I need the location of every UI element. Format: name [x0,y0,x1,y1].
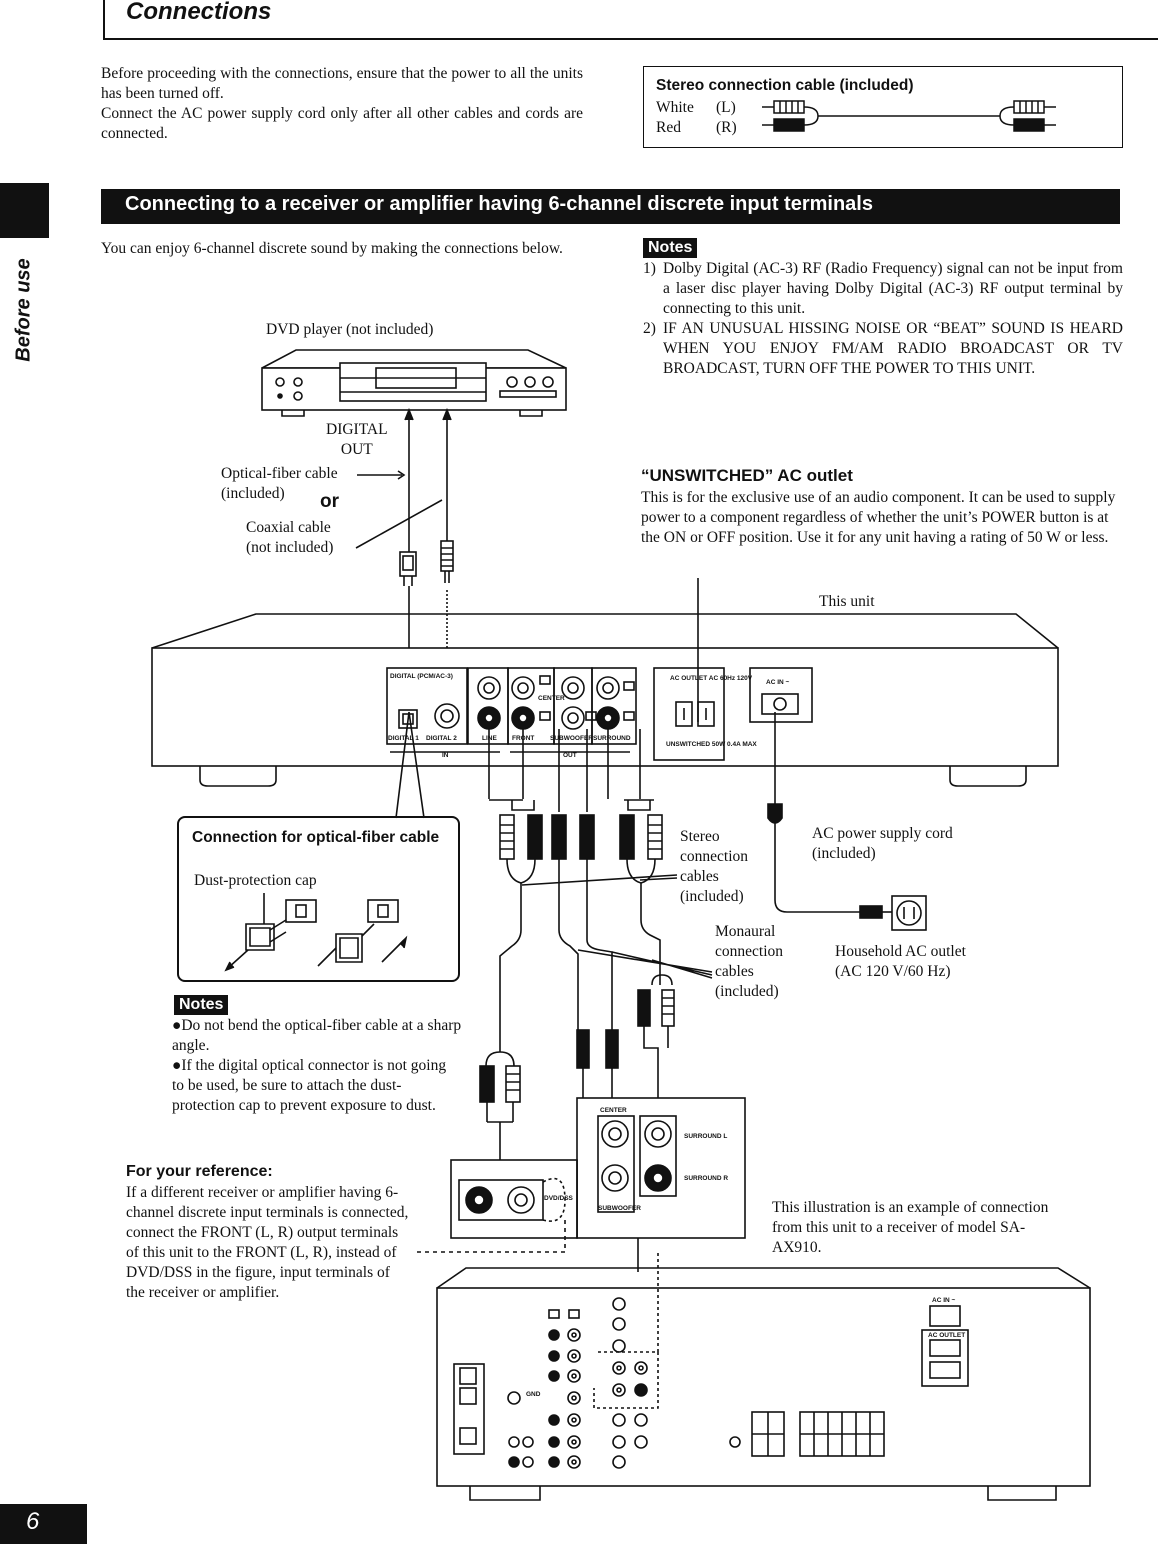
label-household-outlet: Household AC outlet (AC 120 V/60 Hz) [835,943,966,980]
panel-label-out: OUT [563,752,577,759]
label-ac-cord: AC power supply cord (included) [812,825,953,862]
header-rule-vertical [103,0,105,40]
panel-label-unswitched: UNSWITCHED 50W 0.4A MAX [666,741,757,748]
panel-label-subwoofer: SUBWOOFER [550,735,593,742]
panel-label-digital2: DIGITAL 2 [426,735,457,742]
label-optical-cable: Optical-fiber cable (included) [221,465,338,502]
rx-label-gnd: GND [526,1391,541,1398]
this-unit [151,613,1059,787]
note-2: IF AN UNUSUAL HISSING NOISE OR “BEAT” SO… [663,320,1123,377]
page-number-box [0,1504,87,1544]
low-note-1: ●Do not bend the optical-fiber cable at … [172,1017,462,1054]
stereo-cable-box: Stereo connection cable (included) White… [643,66,1123,148]
receiver [436,1252,1091,1501]
rx-label-center: CENTER [600,1107,627,1114]
label-digital-out: DIGITAL OUT [326,421,388,458]
note-1-number: 1) [643,260,656,277]
page-title: Connections [126,0,272,25]
page-number: 6 [26,1508,40,1535]
unswitched-title: “UNSWITCHED” AC outlet [641,466,853,485]
panel-label-center: CENTER [538,695,565,702]
rx-label-ac-in: AC IN ~ [932,1297,956,1304]
notes-badge-label: Notes [643,238,698,258]
stereo-cable-icon [762,100,1056,132]
optical-box-title: Connection for optical-fiber cable [192,829,440,846]
cable-white-label: White [656,99,694,116]
low-note-2: ●If the digital optical connector is not… [172,1057,447,1114]
rx-label-dvd: DVD/DSS [544,1195,574,1202]
panel-label-digital: DIGITAL (PCM/AC-3) [390,673,453,680]
header-rule [103,38,1158,40]
label-or: or [320,491,339,512]
optical-connector-illustration [224,893,408,972]
dust-cap-label: Dust-protection cap [194,872,317,889]
cable-box-title: Stereo connection cable (included) [656,77,914,94]
dvd-player [261,349,567,417]
rx-label-surround-l: SURROUND L [684,1133,727,1140]
panel-label-digital1: DIGITAL 1 [388,735,419,742]
panel-label-line: LINE [482,735,497,742]
notes-badge-low-label: Notes [174,995,229,1015]
note-2-number: 2) [643,320,656,337]
section-body: You can enjoy 6-channel discrete sound b… [101,240,563,257]
section-banner: Connecting to a receiver or amplifier ha… [101,189,1120,224]
unswitched-body: This is for the exclusive use of an audi… [641,489,1116,546]
receiver-input-block [414,1097,746,1272]
stereo-cable-left [488,729,543,1052]
notes-badge-top: Notes [643,238,698,258]
panel-label-front: FRONT [512,735,534,742]
panel-label-ac-outlet: AC OUTLET AC 60Hz 120V [670,675,753,682]
label-stereo-cables: Stereo connection cables (included) [680,828,749,905]
reference-body: If a different receiver or amplifier hav… [126,1184,409,1301]
cable-white-channel: (L) [716,99,736,116]
ac-power-cord [767,712,927,931]
side-tab-marker [0,183,49,238]
notes-badge-low: Notes [174,995,229,1015]
optical-connection-box [177,816,460,982]
rx-label-ac-outlet: AC OUTLET [928,1332,965,1339]
label-monaural-cables: Monaural connection cables (included) [715,923,784,1000]
panel-label-in: IN [442,752,449,759]
label-dvd-player: DVD player (not included) [266,321,434,338]
cable-red-channel: (R) [716,119,737,136]
panel-label-surround: SURROUND [593,735,631,742]
panel-label-ac-in: AC IN ~ [766,679,790,686]
rx-label-surround-r: SURROUND R [684,1175,728,1182]
stereo-cable-right [607,729,675,1100]
label-this-unit: This unit [819,593,875,610]
intro-text: Before proceeding with the connections, … [101,65,583,142]
cable-red-label: Red [656,119,681,136]
reference-title: For your reference: [126,1163,273,1180]
label-example-model: This illustration is an example of conne… [772,1199,1049,1256]
mono-cables [551,729,619,1098]
rx-label-subwoofer: SUBWOOFER [598,1205,641,1212]
stereo-cable-dvd [479,1051,521,1160]
label-coaxial-cable: Coaxial cable (not included) [246,519,334,556]
note-1: Dolby Digital (AC-3) RF (Radio Frequency… [663,260,1123,317]
